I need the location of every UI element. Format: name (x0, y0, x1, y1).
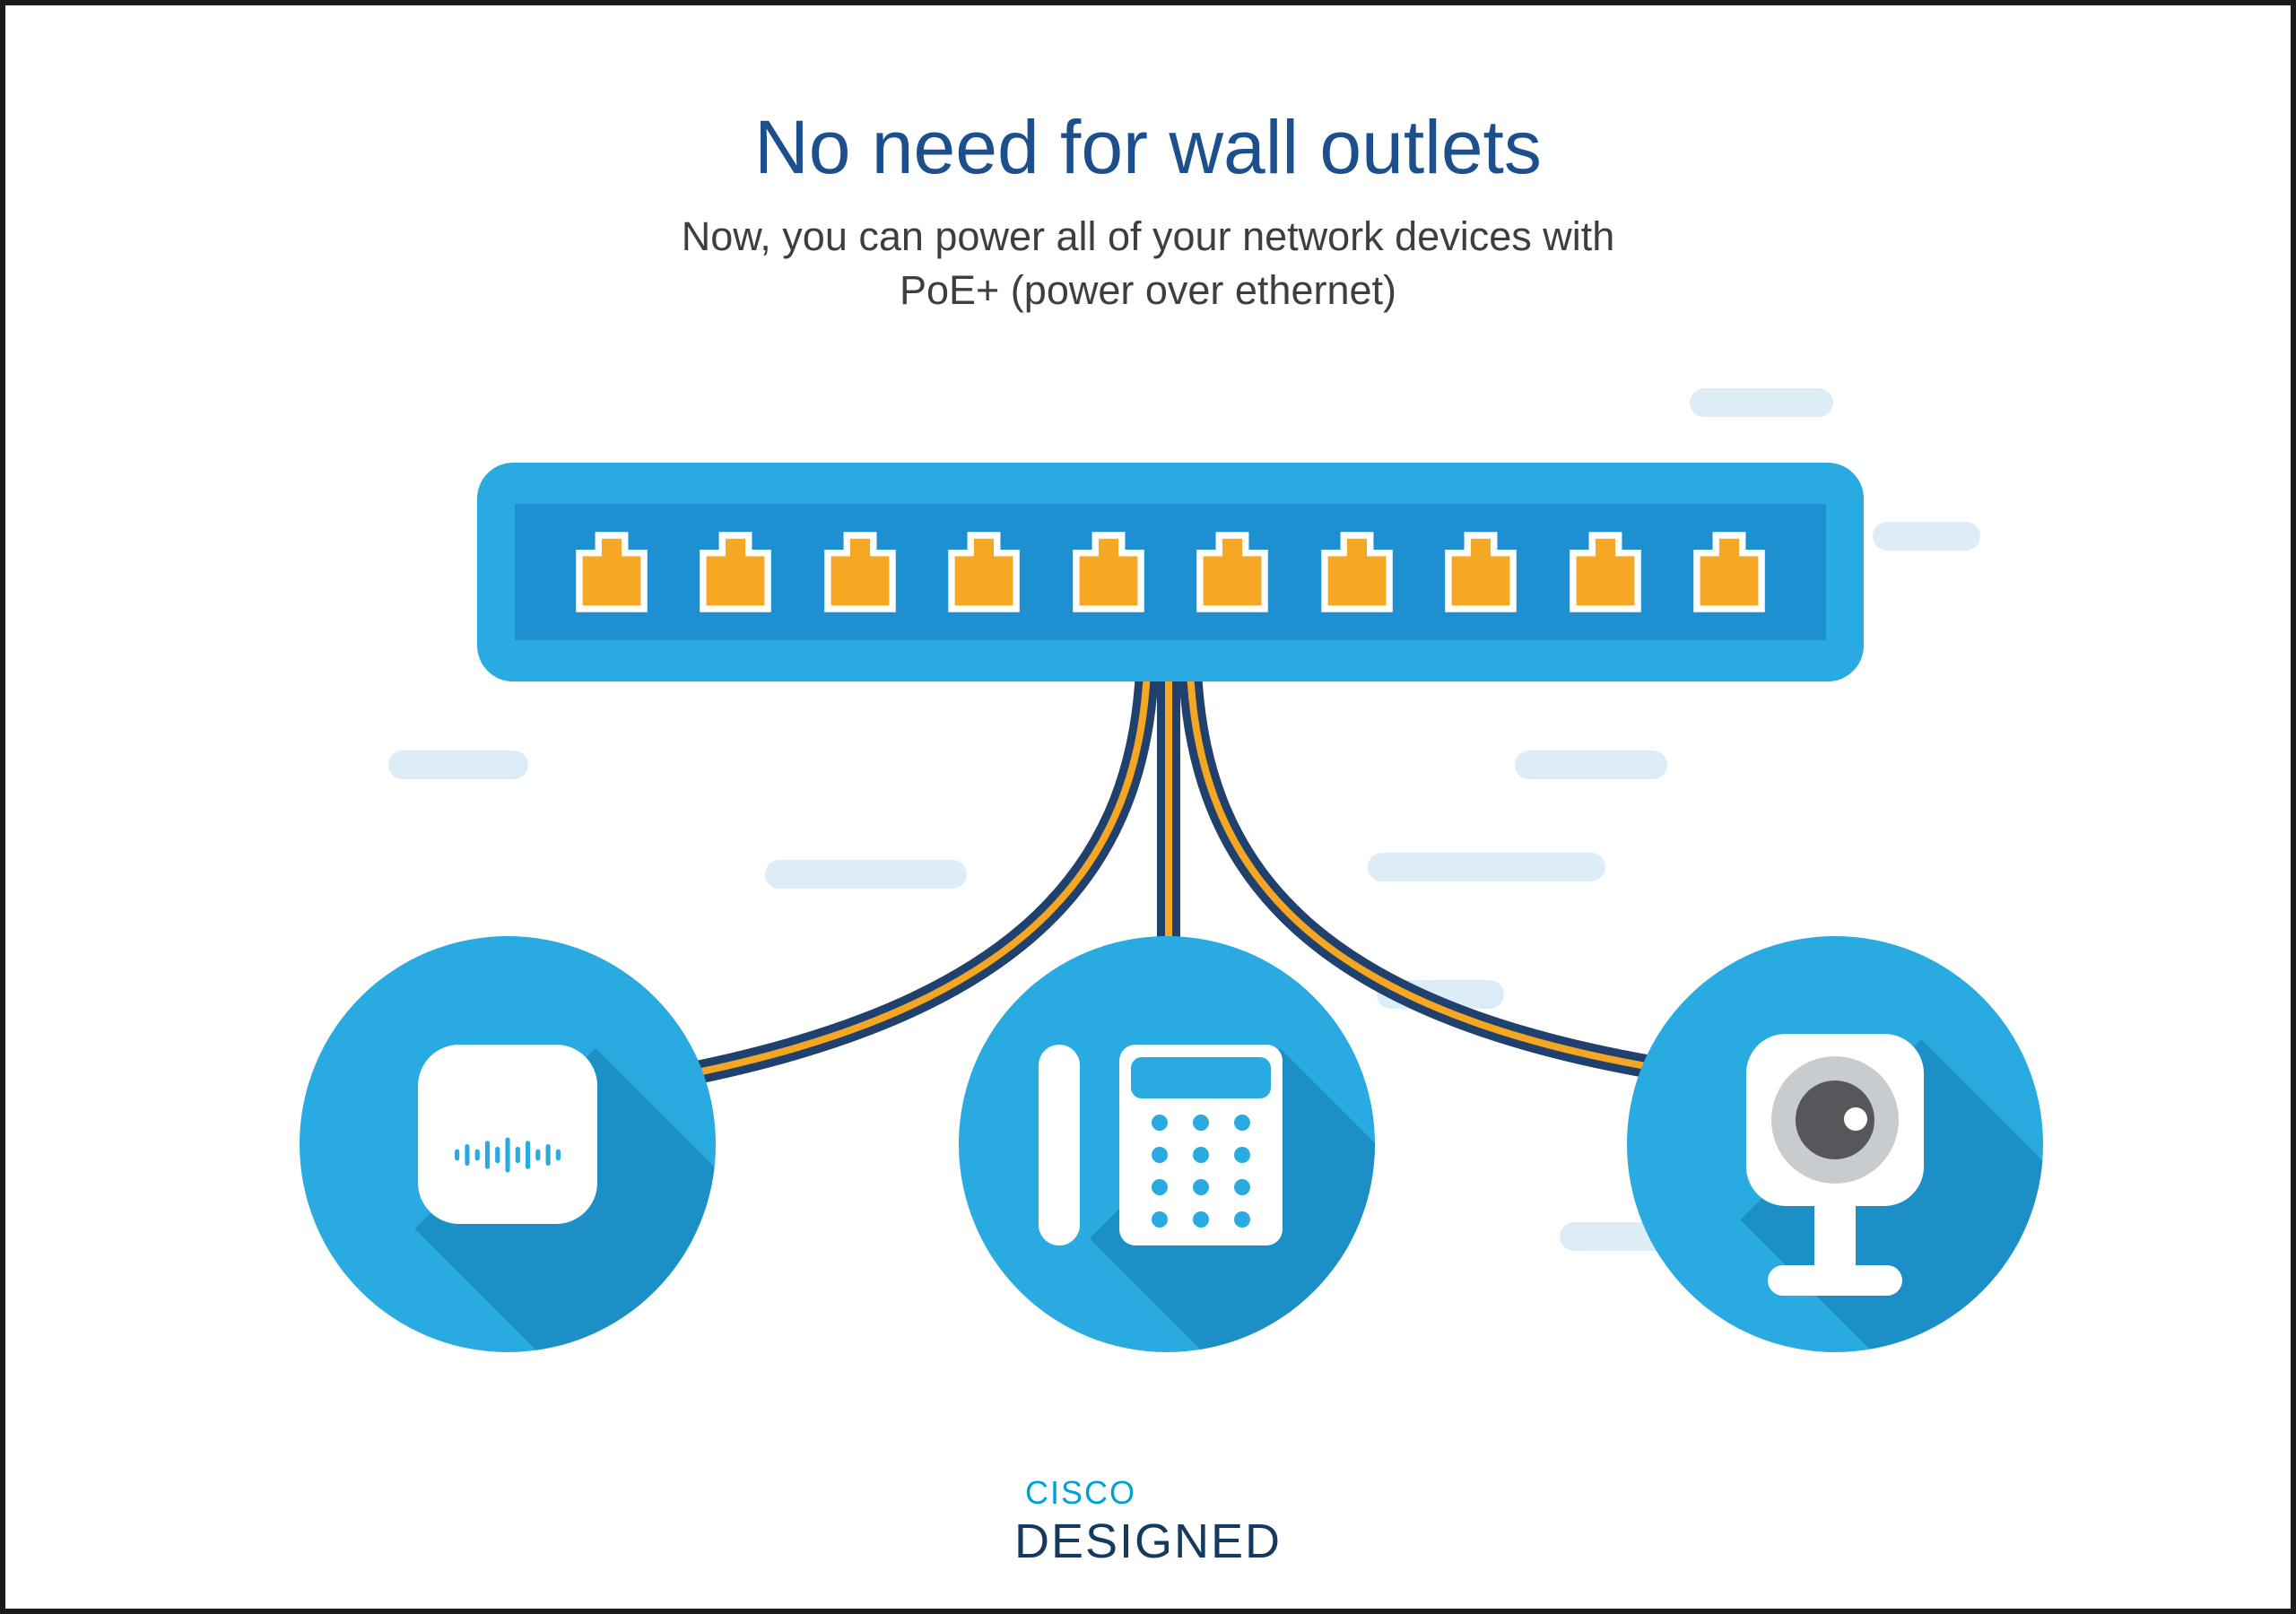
phone-body (1119, 1045, 1283, 1245)
poe-cables (622, 670, 1716, 1098)
rj45-port-icon (1692, 531, 1766, 613)
cable-to-camera (1178, 670, 1716, 1089)
page-subtitle: Now, you can power all of your network d… (5, 210, 2291, 317)
camera-stand-neck (1814, 1201, 1856, 1269)
camera-lens (1771, 1056, 1899, 1184)
rj45-port-icon (1320, 531, 1394, 613)
decor-pill (1368, 853, 1605, 881)
phone-screen (1131, 1057, 1271, 1098)
camera-stand-base (1768, 1265, 1902, 1296)
signal-waveform-icon (455, 1137, 561, 1173)
cable-stripe (623, 670, 1151, 1089)
keypad-dot (1152, 1179, 1168, 1195)
designed-text: DESIGNED (1013, 1514, 1283, 1568)
keypad-dot (1234, 1115, 1250, 1131)
camera-pupil (1796, 1080, 1874, 1159)
switch-ports (515, 504, 1826, 640)
device-ip-phone (959, 936, 1375, 1352)
phone-keypad (1131, 1115, 1271, 1228)
subtitle-line-2: PoE+ (power over ethernet) (899, 266, 1397, 313)
rj45-port-icon (1072, 531, 1145, 613)
keypad-dot (1193, 1211, 1209, 1228)
switch-port-panel (515, 504, 1826, 640)
decor-pill (1515, 751, 1667, 779)
poe-switch (477, 463, 1864, 681)
keypad-dot (1234, 1211, 1250, 1228)
keypad-dot (1152, 1211, 1168, 1228)
cable-to-access-point (622, 670, 1159, 1098)
lens-highlight (1844, 1107, 1867, 1131)
rj45-port-icon (1569, 531, 1642, 613)
header: No need for wall outlets Now, you can po… (5, 106, 2291, 317)
wireless-access-point-icon (418, 1045, 597, 1224)
phone-handset (1039, 1045, 1080, 1245)
decor-pill (1873, 522, 1980, 551)
decor-pill (388, 751, 528, 779)
subtitle-line-1: Now, you can power all of your network d… (681, 213, 1615, 260)
keypad-dot (1193, 1147, 1209, 1163)
rj45-port-icon (575, 531, 648, 613)
camera-body (1746, 1034, 1924, 1206)
cisco-logo-text: CISCO (1024, 1474, 1136, 1511)
keypad-dot (1152, 1147, 1168, 1163)
decor-pill (1690, 388, 1833, 417)
rj45-port-icon (1196, 531, 1269, 613)
cable-stripe (1187, 670, 1715, 1080)
ip-phone-icon (1039, 1045, 1283, 1245)
page-title: No need for wall outlets (754, 105, 1542, 189)
rj45-port-icon (699, 531, 772, 613)
keypad-dot (1234, 1147, 1250, 1163)
keypad-dot (1234, 1179, 1250, 1195)
keypad-dot (1152, 1115, 1168, 1131)
rj45-port-icon (947, 531, 1021, 613)
rj45-port-icon (823, 531, 897, 613)
security-camera-icon (1746, 1034, 1924, 1296)
rj45-port-icon (1444, 531, 1518, 613)
keypad-dot (1193, 1179, 1209, 1195)
device-access-point (300, 936, 716, 1352)
brand-lockup: CISCO DESIGNED (1014, 1474, 1282, 1569)
device-camera (1627, 936, 2043, 1352)
keypad-dot (1193, 1115, 1209, 1131)
decor-pill (765, 860, 967, 889)
